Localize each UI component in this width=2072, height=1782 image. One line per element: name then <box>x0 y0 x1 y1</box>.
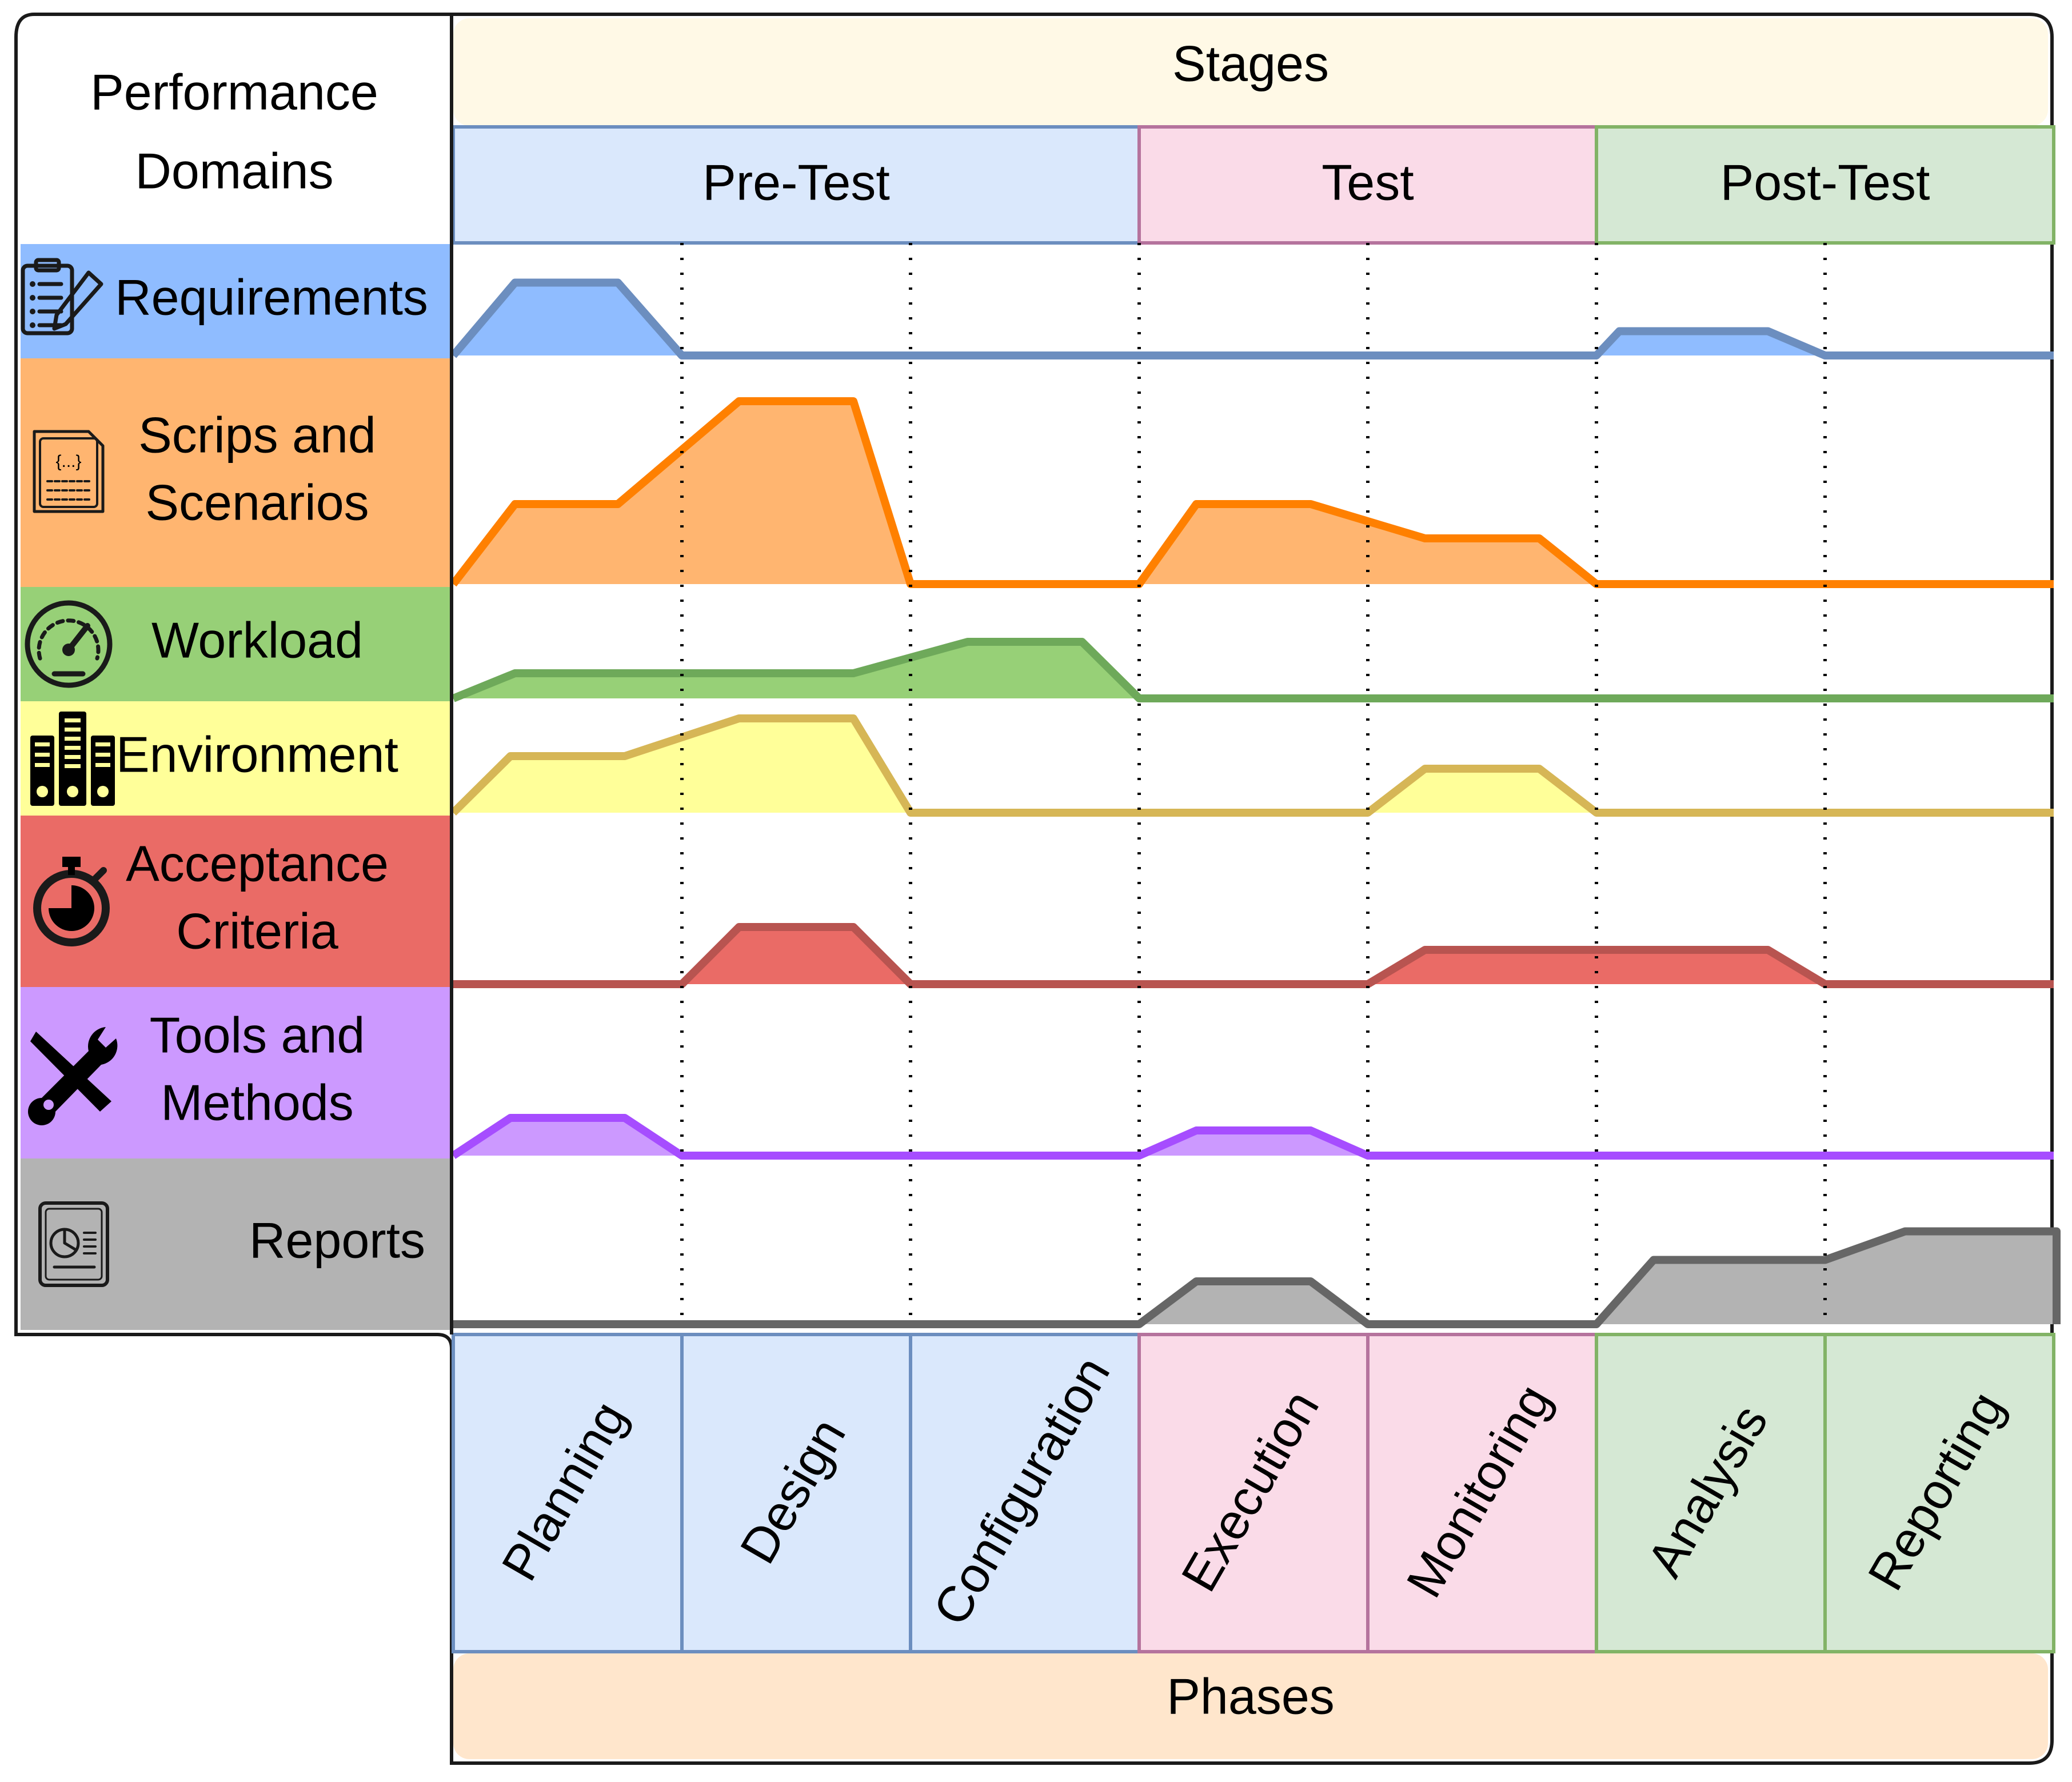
domain-profile-line <box>450 397 2054 588</box>
stage-box-post-test <box>1595 125 2055 245</box>
domain-cell-requirements <box>21 244 452 358</box>
tools-icon <box>28 1027 118 1125</box>
domain-label: Environment <box>116 726 398 782</box>
outer-frame <box>14 13 2054 1765</box>
domain-label: Acceptance <box>126 835 389 892</box>
phase-box-monitoring <box>1366 1333 1598 1653</box>
domain-profile-area <box>453 401 2054 584</box>
domain-profile-line <box>453 923 2054 988</box>
domain-label: Scenarios <box>145 474 369 530</box>
stopwatch-icon <box>33 857 110 946</box>
domain-profile-area <box>453 642 2054 698</box>
stage-box-pre-test <box>452 125 1141 245</box>
phase-box-planning <box>452 1333 684 1653</box>
domain-cell-reports <box>21 1158 452 1330</box>
domain-label: Requirements <box>115 269 428 325</box>
phase-divider-lines <box>680 243 1827 1326</box>
domain-cell-scrips-and-scenarios <box>21 358 452 587</box>
domain-label: Workload <box>151 612 363 668</box>
domain-profile-line <box>450 714 2054 817</box>
script-file-icon: {...} <box>33 430 105 513</box>
stage-boxes: Pre-Test Test Post-Test <box>452 125 2055 245</box>
phases-band <box>453 1653 2048 1759</box>
phases-title: Phases <box>1167 1668 1335 1724</box>
domain-profile-line <box>451 1114 2054 1160</box>
corner-title-line2: Domains <box>135 142 333 199</box>
stage-label: Post-Test <box>1720 154 1930 210</box>
domain-profile-line <box>453 1227 2061 1328</box>
domain-cell-workload <box>21 587 452 701</box>
stages-band <box>453 18 2048 126</box>
domain-label: Scrips and <box>138 406 376 463</box>
phase-box-reporting <box>1823 1333 2055 1653</box>
domain-profile-area <box>453 1118 2054 1156</box>
domain-label: Tools and <box>150 1006 365 1063</box>
domain-profile-line <box>452 638 2054 702</box>
phase-box-execution <box>1137 1333 1370 1653</box>
domain-label: Methods <box>161 1074 354 1130</box>
stage-label: Pre-Test <box>702 154 890 210</box>
domain-profile-area <box>453 1231 2057 1324</box>
phase-box-analysis <box>1595 1333 1827 1653</box>
stage-label: Test <box>1322 154 1414 210</box>
domain-rows: Requirements {...} Scrips andScenariosWork… <box>21 244 2061 1330</box>
phase-box-configuration <box>909 1333 1141 1653</box>
corner-title-line1: Performance <box>90 63 378 120</box>
server-icon <box>30 712 115 806</box>
domain-label: Criteria <box>176 902 338 959</box>
report-icon <box>38 1201 109 1287</box>
domain-profile-area <box>453 282 2054 355</box>
domain-profile-area <box>453 718 2054 813</box>
domain-profile-area <box>453 927 2054 984</box>
stages-title: Stages <box>1172 35 1329 91</box>
gauge-icon <box>25 600 113 688</box>
clipboard-icon <box>21 258 103 335</box>
svg-text:{...}: {...} <box>55 452 81 471</box>
phase-box-design <box>680 1333 912 1653</box>
domain-label: Reports <box>249 1212 425 1268</box>
domain-profile-line <box>450 278 2054 359</box>
